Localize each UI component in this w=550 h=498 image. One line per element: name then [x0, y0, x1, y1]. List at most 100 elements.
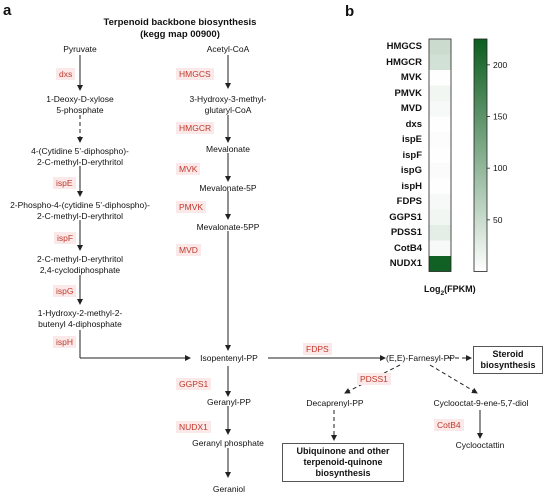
node-cdp-me-line2: 2-C-methyl-D-erythritol [37, 156, 123, 167]
node-cdp-me2p: 2-Phospho-4-(cytidine 5’-diphospho)- 2-C… [0, 200, 160, 221]
heatmap-cell-mvd [429, 101, 451, 117]
gene-label-mvd: MVD [400, 103, 422, 114]
diagram-title: Terpenoid backbone biosynthesis (kegg ma… [60, 17, 300, 41]
heatmap-cell-ispf [429, 147, 451, 163]
node-decaprenyl-pp: Decaprenyl-PP [306, 398, 364, 408]
heatmap-chart: 50 100 150 200 [428, 38, 507, 272]
heatmap-cell-hmgcr [429, 54, 451, 70]
colorbar-label: Log2(FPKM) [424, 284, 476, 297]
gene-label-hmgcr: HMGCR [386, 56, 422, 68]
node-cdp-me2p-line1: 2-Phospho-4-(cytidine 5’-diphospho)- [10, 200, 150, 210]
node-cdp-me-line1: 4-(Cytidine 5’-diphospho)- [31, 146, 129, 156]
heatmap-border [428, 38, 452, 272]
enzyme-ispe: ispE [53, 177, 76, 189]
node-geraniol: Geraniol [212, 484, 246, 494]
box-ubiquinone-biosynthesis: Ubiquinone and other terpenoid-quinone b… [282, 443, 404, 482]
heatmap-panel: HMGCS HMGCR MVK PMVK MVD dxs ispE ispF ispG ispH F… [362, 38, 542, 288]
colorbar-tick-label-50: 50 [493, 215, 503, 225]
gene-label-hmgcs: HMGCS [386, 41, 422, 52]
heatmap-cell-pmvk [429, 85, 451, 101]
node-dxp-line2: 5-phosphate [56, 104, 104, 115]
heatmap-cell-ispg [429, 163, 451, 179]
node-mecpp: 2-C-methyl-D-erythritol 2,4-cyclodiphosp… [0, 254, 160, 275]
colorbar-tick-label-200: 200 [493, 60, 507, 70]
title-line-1: Terpenoid backbone biosynthesis [103, 17, 257, 28]
heatmap-cell-hmgcs [429, 39, 451, 55]
node-mevalonate-5p: Mevalonate-5P [199, 183, 257, 193]
heatmap-cell-fdps [429, 194, 451, 210]
enzyme-fdps: FDPS [303, 343, 332, 355]
heatmap-cell-isph [429, 178, 451, 194]
node-hmbpp: 1-Hydroxy-2-methyl-2- butenyl 4-diphosph… [0, 308, 160, 329]
gene-label-dxs: dxs [405, 118, 422, 130]
box-ubi-line1: Ubiquinone and other [296, 446, 390, 456]
heatmap-cell-ggps1 [429, 209, 451, 225]
colorbar-label-suffix: (FPKM) [444, 284, 476, 294]
gene-label-cotb4: CotB4 [394, 242, 422, 254]
node-dxp: 1-Deoxy-D-xylose 5-phosphate [20, 94, 140, 115]
node-geranyl-phosphate: Geranyl phosphate [192, 438, 264, 448]
node-mevalonate-5pp: Mevalonate-5PP [196, 222, 260, 232]
node-mevalonate: Mevalonate [206, 144, 250, 154]
enzyme-pmvk: PMVK [176, 201, 207, 213]
colorbar-label-sub: 2 [440, 289, 445, 297]
heatmap-cell-mvk [429, 70, 451, 86]
node-mecpp-line1: 2-C-methyl-D-erythritol [37, 254, 123, 264]
node-hmg-coa-line1: 3-Hydroxy-3-methyl- [189, 94, 267, 104]
node-cyclooctat-diol: Cyclooctat-9-ene-5,7-diol [433, 398, 529, 408]
gene-label-fdps: FDPS [396, 196, 422, 207]
node-acetyl-coa: Acetyl-CoA [206, 44, 250, 54]
box-steroid-line2: biosynthesis [480, 360, 536, 370]
node-cdp-me: 4-(Cytidine 5’-diphospho)- 2-C-methyl-D-… [0, 146, 160, 167]
enzyme-ispf: ispF [54, 232, 77, 244]
enzyme-hmgcs: HMGCS [176, 68, 214, 80]
gene-label-nudx1: NUDX1 [389, 258, 422, 269]
colorbar-label-prefix: Log [424, 284, 441, 294]
gene-label-pmvk: PMVK [394, 87, 422, 99]
gene-label-mvk: MVK [400, 72, 422, 83]
box-ubi-line2: terpenoid-quinone [303, 457, 383, 467]
colorbar [473, 38, 488, 272]
enzyme-dxs: dxs [56, 68, 76, 80]
box-steroid-line1: Steroid [492, 349, 524, 359]
enzyme-mvd: MVD [176, 244, 201, 256]
enzyme-pdss1: PDSS1 [357, 373, 391, 385]
node-cdp-me2p-line2: 2-C-methyl-D-erythritol [37, 210, 123, 221]
enzyme-ispg: ispG [53, 285, 77, 297]
enzyme-hmgcr: HMGCR [176, 122, 215, 134]
enzyme-cotb4: CotB4 [434, 419, 464, 431]
heatmap-cell-dxs [429, 116, 451, 132]
node-geranyl-pp: Geranyl-PP [207, 397, 251, 407]
gene-label-isph: ispH [401, 180, 422, 192]
enzyme-nudx1: NUDX1 [176, 421, 211, 433]
arrow-farnesyl-cyclooctatdiol [429, 364, 478, 394]
heatmap-cell-cotb4 [429, 240, 451, 256]
enzyme-isph: ispH [53, 336, 77, 348]
node-dxp-line1: 1-Deoxy-D-xylose [46, 94, 114, 104]
gene-label-ispg: ispG [400, 165, 422, 176]
colorbar-tick-label-150: 150 [493, 112, 507, 122]
node-cyclooctattin: Cyclooctattin [455, 440, 505, 450]
node-hmg-coa: 3-Hydroxy-3-methyl- glutaryl-CoA [158, 94, 298, 115]
node-mecpp-line2: 2,4-cyclodiphosphate [39, 264, 121, 275]
node-hmg-coa-line2: glutaryl-CoA [204, 104, 252, 115]
gene-label-ispe: ispE [401, 134, 422, 145]
node-pyruvate: Pyruvate [63, 44, 97, 54]
box-steroid-biosynthesis: Steroid biosynthesis [473, 346, 543, 374]
box-ubi-line3: biosynthesis [315, 468, 371, 478]
node-hmbpp-line2: butenyl 4-diphosphate [38, 318, 122, 329]
gene-label-ggps1: GGPS1 [389, 211, 422, 223]
heatmap-cell-nudx1 [429, 256, 451, 272]
title-line-2: (kegg map 00900) [140, 29, 220, 40]
gene-label-ispf: ispF [402, 149, 422, 161]
node-farnesyl-pp: (E,E)-Farnesyl-PP [386, 353, 455, 363]
node-isopentenyl-pp: Isopentenyl-PP [200, 353, 258, 363]
enzyme-ggps1: GGPS1 [176, 378, 212, 390]
heatmap-cell-ispe [429, 132, 451, 148]
enzyme-mvk: MVK [176, 163, 201, 175]
gene-label-pdss1: PDSS1 [390, 227, 422, 238]
panel-a-letter: a [3, 2, 12, 19]
heatmap-cell-pdss1 [429, 225, 451, 241]
node-hmbpp-line1: 1-Hydroxy-2-methyl-2- [37, 308, 123, 318]
colorbar-tick-label-100: 100 [493, 163, 507, 173]
